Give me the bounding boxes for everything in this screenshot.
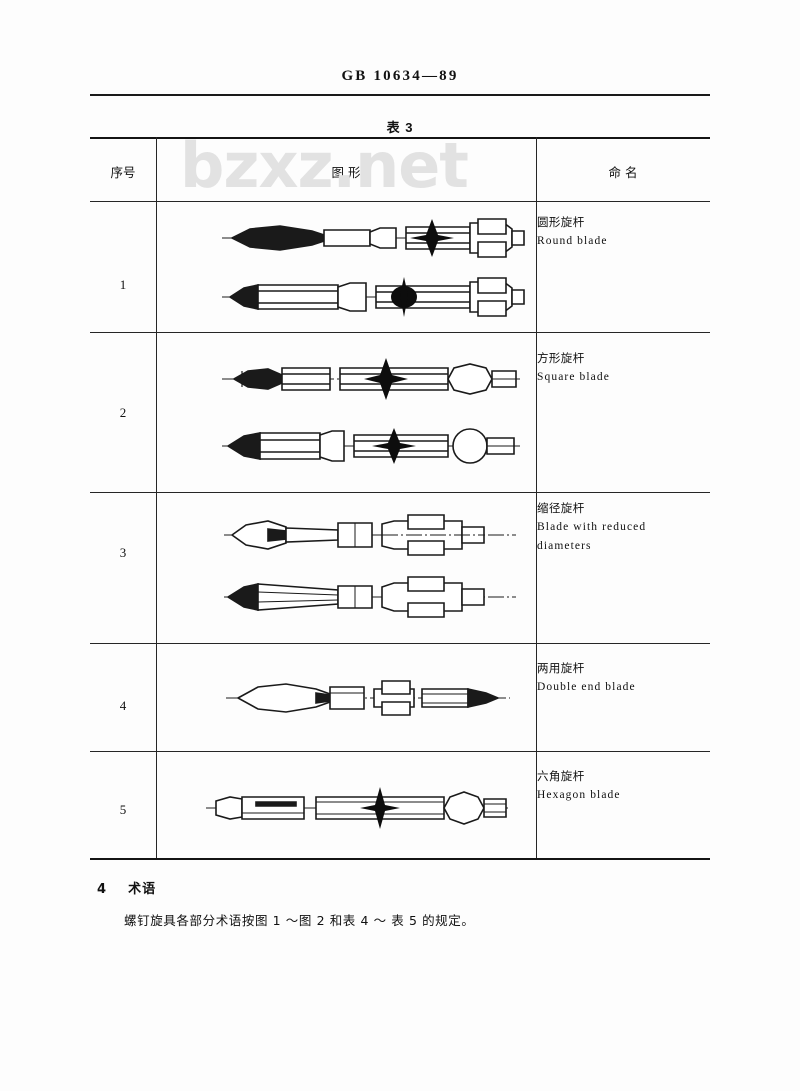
table-row-divider-1: [90, 332, 710, 333]
header-rule: [90, 94, 710, 96]
column-header-name: 命 名: [608, 165, 638, 180]
row-number-1: 1: [119, 277, 127, 292]
table-column-divider-no: [156, 137, 157, 858]
row-number-2: 2: [119, 405, 127, 420]
table-bottom-border: [90, 858, 710, 860]
round-blade-diagram: [222, 218, 525, 317]
row-name-3: 缩径旋杆 Blade with reduced diameters: [537, 499, 709, 556]
square-blade-diagram: [222, 358, 520, 464]
row-name-5: 六角旋杆 Hexagon blade: [537, 767, 709, 805]
row-name-cn-2: 方形旋杆: [537, 351, 585, 365]
section-number: 4: [97, 882, 108, 897]
table-header-divider: [90, 201, 710, 202]
column-header-no: 序号: [110, 165, 136, 180]
row-name-cn-4: 两用旋杆: [537, 661, 585, 675]
table-3: 序号 图 形 命 名 1 圆形旋杆 Round blade: [90, 137, 710, 860]
table-row-divider-4: [90, 751, 710, 752]
row-number-4: 4: [119, 698, 127, 713]
section-title: 术语: [128, 882, 157, 897]
row-name-cn-1: 圆形旋杆: [537, 215, 585, 229]
row-name-en-5: Hexagon blade: [537, 789, 621, 801]
table-top-border: [90, 137, 710, 139]
row-number-5: 5: [119, 802, 127, 817]
row-name-en-3: Blade with reduced: [537, 521, 647, 533]
row-number-3: 3: [119, 545, 127, 560]
row-name-cn-3: 缩径旋杆: [537, 501, 585, 515]
row-name-en2-3: diameters: [537, 540, 592, 552]
row-name-cn-5: 六角旋杆: [537, 769, 585, 783]
section-heading: 4 术语: [97, 878, 156, 897]
hexagon-blade-diagram: [206, 787, 508, 829]
table-column-divider-name: [536, 137, 537, 858]
row-name-1: 圆形旋杆 Round blade: [537, 213, 709, 251]
row-name-2: 方形旋杆 Square blade: [537, 349, 709, 387]
table-row-divider-2: [90, 492, 710, 493]
section-body: 螺钉旋具各部分术语按图 1 ～图 2 和表 4 ～ 表 5 的规定。: [124, 913, 475, 928]
row-name-en-2: Square blade: [537, 371, 610, 383]
row-name-en-4: Double end blade: [537, 681, 636, 693]
double-end-blade-diagram: [226, 680, 510, 716]
standard-number-header: GB 10634—89: [341, 68, 459, 84]
table-row-divider-3: [90, 643, 710, 644]
table-caption: 表 3: [386, 120, 414, 135]
row-name-4: 两用旋杆 Double end blade: [537, 659, 709, 697]
row-name-en-1: Round blade: [537, 235, 608, 247]
column-header-figure: 图 形: [331, 165, 361, 180]
reduced-diameter-blade-diagram: [224, 514, 516, 618]
